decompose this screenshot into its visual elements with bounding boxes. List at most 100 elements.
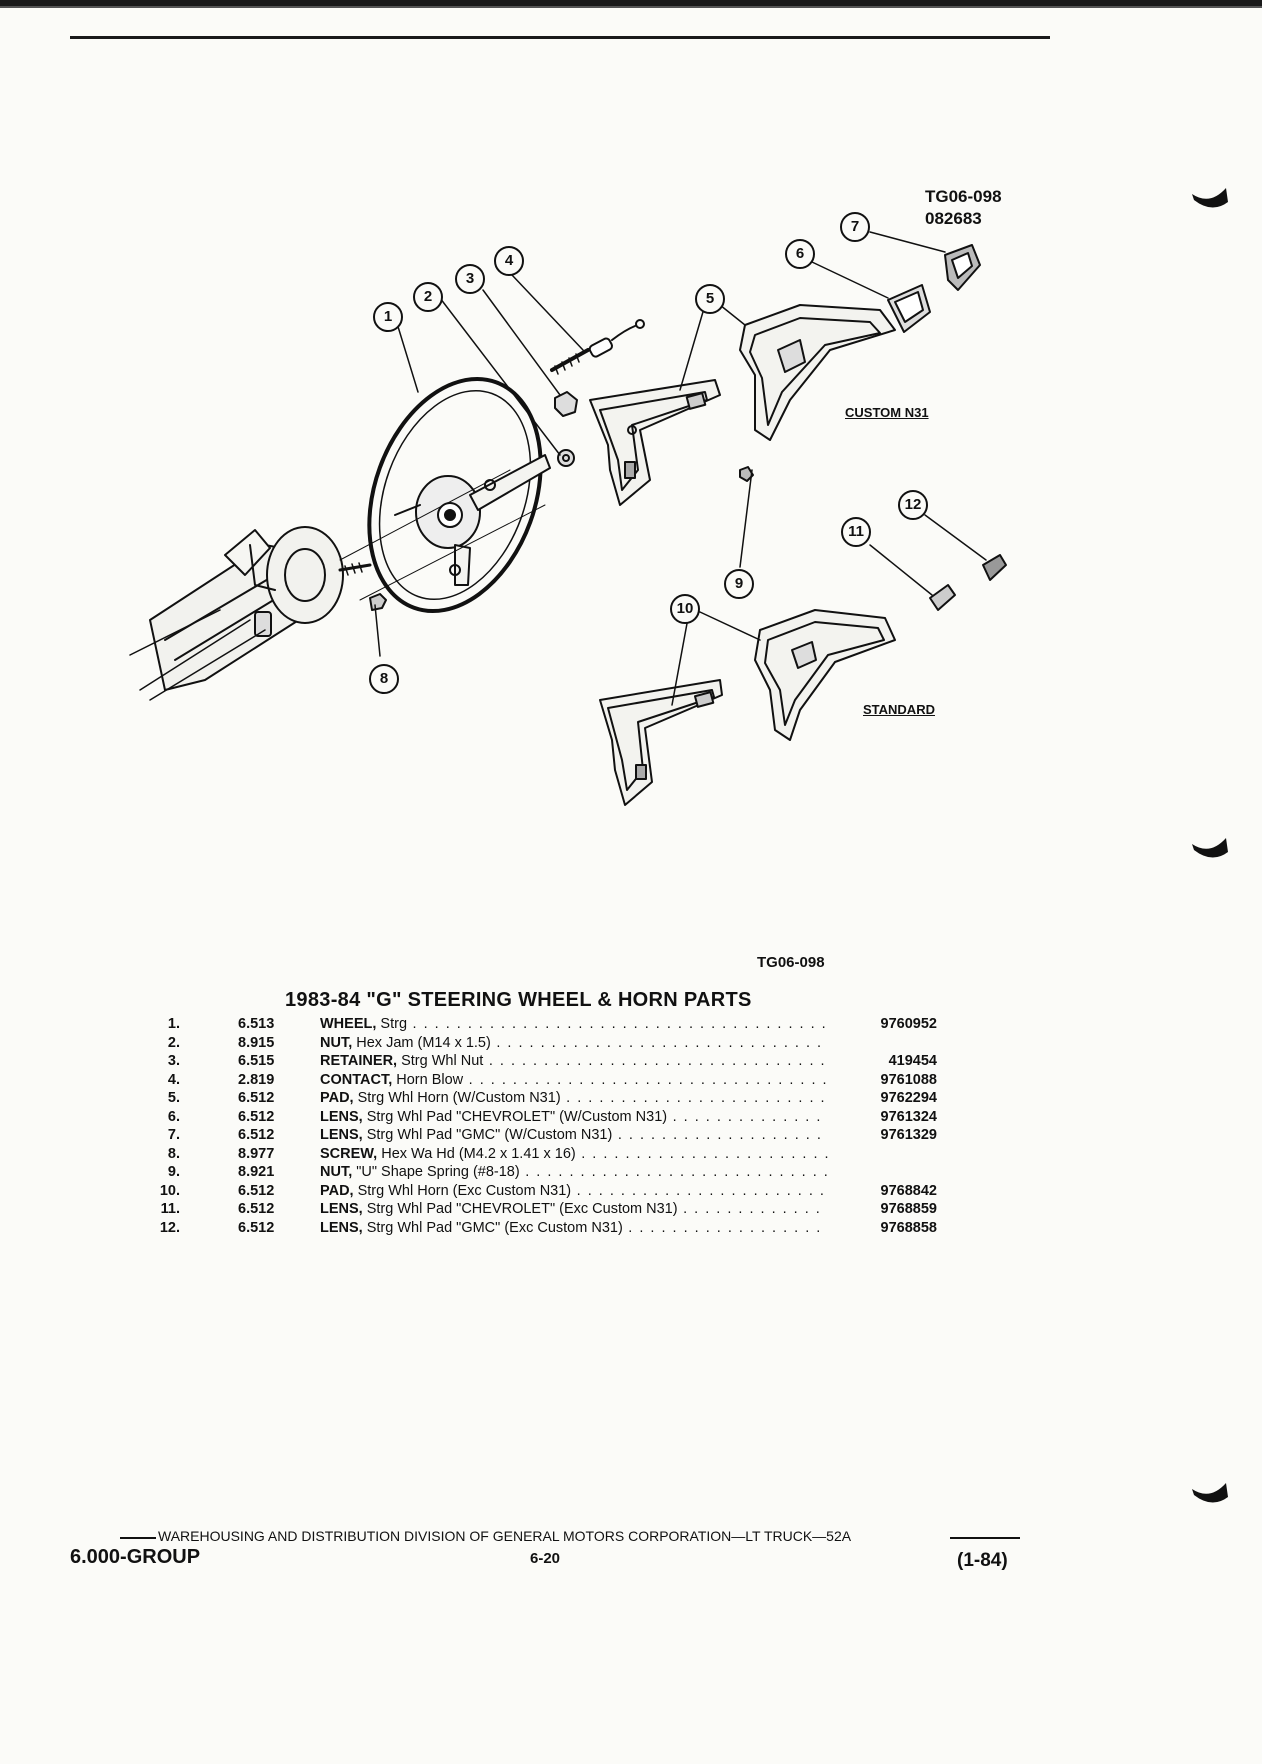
binder-ring-middle [1192,838,1228,858]
group-number: 6.513 [238,1016,275,1032]
top-border-shadow [0,6,1262,8]
part-detail: "U" Shape Spring (#8-18) [352,1164,520,1180]
group-number: 6.512 [238,1182,275,1199]
part-name: CONTACT, [320,1071,393,1088]
part-name: LENS, [320,1127,363,1143]
item-number: 9. [167,1164,180,1180]
part-name: PAD, [320,1182,354,1199]
steering-wheel-drawing [367,376,551,614]
part-name: NUT, [320,1164,353,1180]
part-number: 9761088 [880,1071,937,1088]
part-number: 9762294 [880,1090,937,1106]
callout-7: 7 [840,212,870,242]
part-detail: Strg Whl Horn (W/Custom N31) [353,1090,561,1106]
part-detail: Hex Wa Hd (M4.2 x 1.41 x 16) [377,1145,576,1162]
part-description: NUT, "U" Shape Spring (#8-18) . . . . . … [320,1164,828,1180]
item-number: 8. [167,1145,180,1162]
part-description: PAD, Strg Whl Horn (Exc Custom N31) . . … [320,1182,828,1199]
group-number: 6.512 [238,1108,275,1125]
leader-lines [339,231,987,706]
item-number: 6. [167,1108,180,1125]
part-description: WHEEL, Strg . . . . . . . . . . . . . . … [320,1016,828,1032]
part-number: 419454 [888,1053,937,1069]
group-number: 6.512 [238,1090,275,1106]
item-number: 12. [159,1219,180,1236]
part-name: LENS, [320,1108,363,1125]
parts-row: 6. 6.512 LENS, Strg Whl Pad "CHEVROLET" (W… [130,1108,950,1127]
item-number: 11. [160,1201,180,1217]
footer-date: (1-84) [957,1550,1008,1571]
custom-n31-label: CUSTOM N31 [845,405,929,420]
figure-reference: TG06-098 [757,954,825,971]
part-detail: Strg [376,1016,408,1032]
part-description: PAD, Strg Whl Horn (W/Custom N31) . . . … [320,1090,828,1106]
part-detail: Strg Whl Pad "GMC" (Exc Custom N31) [362,1219,623,1236]
top-border [0,0,1262,6]
binder-ring-bottom [1192,1483,1228,1503]
callout-11: 11 [841,517,871,547]
callout-6: 6 [785,239,815,269]
item-number: 2. [167,1034,180,1051]
part-name: PAD, [320,1090,354,1106]
part-description: LENS, Strg Whl Pad "CHEVROLET" (Exc Cust… [320,1201,828,1217]
parts-row: 4. 2.819 CONTACT, Horn Blow . . . . . . . … [130,1071,950,1090]
figure-code: TG06-098 [925,187,1002,206]
figure-code-block: TG06-098 082683 [925,186,1002,230]
footer-rule-left [120,1537,156,1539]
part-description: CONTACT, Horn Blow . . . . . . . . . . .… [320,1071,828,1088]
figure-date-code: 082683 [925,209,982,228]
custom-lenses-drawing [887,244,981,333]
part-description: NUT, Hex Jam (M14 x 1.5) . . . . . . . .… [320,1034,828,1051]
part-name: LENS, [320,1219,363,1236]
part-detail: Strg Whl Pad "GMC" (W/Custom N31) [362,1127,613,1143]
footer-group: 6.000-GROUP [70,1546,201,1568]
parts-list-title: 1983-84 "G" STEERING WHEEL & HORN PARTS [285,989,752,1011]
part-name: RETAINER, [320,1053,398,1069]
callout-3: 3 [455,264,485,294]
binder-ring-top [1192,188,1228,208]
small-parts-drawing [369,319,754,611]
group-number: 6.515 [238,1053,275,1069]
part-detail: Strg Whl Nut [397,1053,484,1069]
part-detail: Strg Whl Pad "CHEVROLET" (Exc Custom N31… [362,1201,678,1217]
callout-12: 12 [898,490,928,520]
callout-1: 1 [373,302,403,332]
item-number: 3. [167,1053,180,1069]
part-description: LENS, Strg Whl Pad "GMC" (Exc Custom N31… [320,1219,828,1236]
group-number: 6.512 [238,1219,275,1236]
part-number: 9760952 [880,1016,937,1032]
part-name: SCREW, [320,1145,378,1162]
group-number: 2.819 [238,1071,275,1088]
part-detail: Hex Jam (M14 x 1.5) [352,1034,491,1051]
standard-pad-drawing [599,609,896,806]
part-name: WHEEL, [320,1016,377,1032]
part-description: LENS, Strg Whl Pad "GMC" (W/Custom N31) … [320,1127,828,1143]
header-rule [70,36,1050,39]
part-description: LENS, Strg Whl Pad "CHEVROLET" (W/Custom… [320,1108,828,1125]
item-number: 5. [167,1090,180,1106]
standard-lenses-drawing [929,554,1007,611]
callout-2: 2 [413,282,443,312]
callout-10: 10 [670,594,700,624]
part-number: 9768859 [880,1201,937,1217]
part-description: RETAINER, Strg Whl Nut . . . . . . . . .… [320,1053,828,1069]
steering-column-drawing [129,526,372,701]
callout-4: 4 [494,246,524,276]
part-number: 9768858 [880,1219,937,1236]
callout-9: 9 [724,569,754,599]
part-detail: Horn Blow [392,1071,464,1088]
part-name: LENS, [320,1201,363,1217]
parts-row: 5. 6.512 PAD, Strg Whl Horn (W/Custom N31)… [130,1089,950,1108]
item-number: 4. [167,1071,180,1088]
group-number: 8.977 [238,1145,275,1162]
part-detail: Strg Whl Pad "CHEVROLET" (W/Custom N31) [362,1108,668,1125]
parts-row: 3. 6.515 RETAINER, Strg Whl Nut . . . . . … [130,1052,950,1071]
part-number: 9761324 [880,1108,937,1125]
